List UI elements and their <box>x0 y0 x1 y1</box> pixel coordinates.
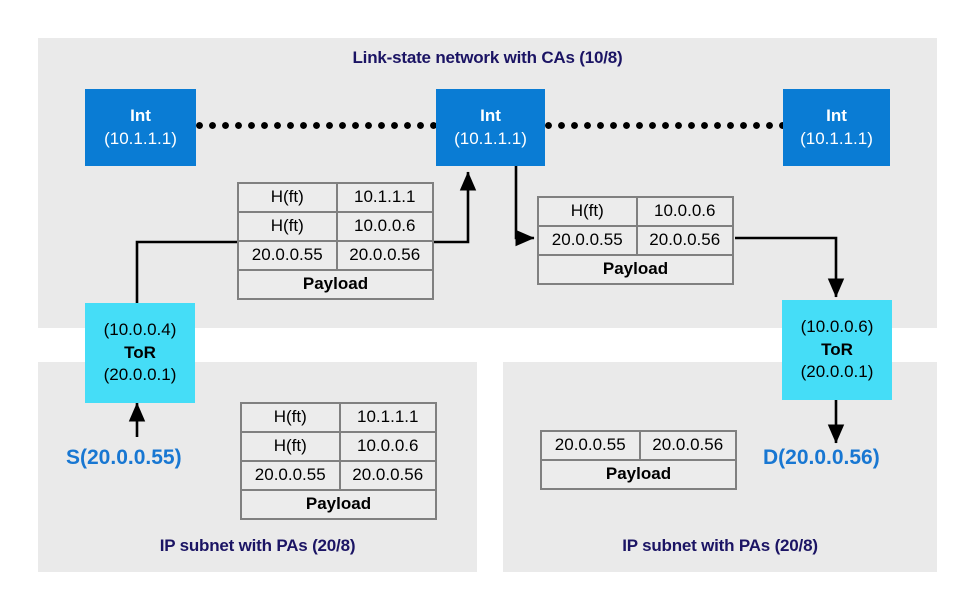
packet-row: 20.0.0.55 20.0.0.56 <box>239 240 432 269</box>
node-int-right-address: (10.1.1.1) <box>800 128 873 148</box>
packet-table-bottom-right: 20.0.0.55 20.0.0.56 Payload <box>540 430 737 490</box>
packet-cell: 10.1.1.1 <box>335 184 433 211</box>
packet-row: H(ft) 10.0.0.6 <box>539 198 732 225</box>
node-tor-left-address-bottom: (20.0.0.1) <box>103 365 177 385</box>
node-tor-left-title: ToR <box>124 342 156 362</box>
label-destination-host: D(20.0.0.56) <box>763 446 880 469</box>
packet-table-top-left: H(ft) 10.1.1.1 H(ft) 10.0.0.6 20.0.0.55 … <box>237 182 434 300</box>
packet-payload-cell: Payload <box>602 259 669 278</box>
packet-payload-cell: Payload <box>302 274 369 293</box>
panel-title-ip-subnet-right: IP subnet with PAs (20/8) <box>622 536 818 555</box>
packet-cell: 10.1.1.1 <box>338 404 436 431</box>
packet-cell: H(ft) <box>273 407 307 426</box>
packet-cell: 20.0.0.56 <box>635 227 733 254</box>
connector-packet-top-right-to-tor-right <box>735 236 845 298</box>
packet-cell: H(ft) <box>270 216 304 235</box>
packet-row: 20.0.0.55 20.0.0.56 <box>542 432 735 459</box>
packet-table-bottom-left: H(ft) 10.1.1.1 H(ft) 10.0.0.6 20.0.0.55 … <box>240 402 437 520</box>
packet-cell: 20.0.0.55 <box>551 230 623 249</box>
panel-title-ip-subnet-left: IP subnet with PAs (20/8) <box>159 536 356 555</box>
node-int-middle-title: Int <box>480 106 501 126</box>
panel-link-state-network <box>38 38 937 328</box>
packet-row: H(ft) 10.0.0.6 <box>239 211 432 240</box>
packet-cell: 10.0.0.6 <box>635 198 733 225</box>
packet-cell: 10.0.0.6 <box>335 213 433 240</box>
node-int-middle-address: (10.1.1.1) <box>454 128 527 148</box>
packet-row: 20.0.0.55 20.0.0.56 <box>242 460 435 489</box>
packet-cell: 20.0.0.56 <box>338 462 436 489</box>
node-tor-right[interactable]: (10.0.0.6) ToR (20.0.0.1) <box>782 300 892 400</box>
packet-cell: 20.0.0.56 <box>638 432 736 459</box>
node-tor-left[interactable]: (10.0.0.4) ToR (20.0.0.1) <box>85 303 195 403</box>
packet-cell: 20.0.0.55 <box>254 465 326 484</box>
packet-row: H(ft) 10.1.1.1 <box>242 404 435 431</box>
packet-cell: 20.0.0.56 <box>335 242 433 269</box>
packet-row: Payload <box>542 459 735 488</box>
node-tor-right-address-top: (10.0.0.6) <box>800 317 874 337</box>
label-source-host: S(20.0.0.55) <box>66 446 182 469</box>
connector-int-middle-to-packet-top-right <box>514 164 535 247</box>
node-tor-left-address-top: (10.0.0.4) <box>103 320 177 340</box>
node-int-left-title: Int <box>130 106 151 126</box>
packet-row: H(ft) 10.1.1.1 <box>239 184 432 211</box>
packet-row: Payload <box>242 489 435 518</box>
node-int-left[interactable]: Int (10.1.1.1) <box>85 89 196 166</box>
node-int-right-title: Int <box>826 106 847 126</box>
packet-row: 20.0.0.55 20.0.0.56 <box>539 225 732 254</box>
link-int-left-to-int-middle <box>196 122 436 129</box>
packet-cell: 20.0.0.55 <box>554 435 626 454</box>
packet-cell: 10.0.0.6 <box>338 433 436 460</box>
packet-cell: H(ft) <box>273 436 307 455</box>
packet-table-top-right: H(ft) 10.0.0.6 20.0.0.55 20.0.0.56 Paylo… <box>537 196 734 285</box>
link-int-middle-to-int-right <box>545 122 783 129</box>
node-int-right[interactable]: Int (10.1.1.1) <box>783 89 890 166</box>
packet-row: Payload <box>539 254 732 283</box>
packet-cell: 20.0.0.55 <box>251 245 323 264</box>
packet-row: Payload <box>239 269 432 298</box>
packet-payload-cell: Payload <box>605 464 672 483</box>
packet-cell: H(ft) <box>570 201 604 220</box>
node-int-left-address: (10.1.1.1) <box>104 128 177 148</box>
packet-payload-cell: Payload <box>305 494 372 513</box>
node-tor-right-address-bottom: (20.0.0.1) <box>800 362 874 382</box>
node-int-middle[interactable]: Int (10.1.1.1) <box>436 89 545 166</box>
packet-row: H(ft) 10.0.0.6 <box>242 431 435 460</box>
packet-cell: H(ft) <box>270 187 304 206</box>
node-tor-right-title: ToR <box>821 339 853 359</box>
panel-title-link-state-network: Link-state network with CAs (10/8) <box>352 48 623 67</box>
